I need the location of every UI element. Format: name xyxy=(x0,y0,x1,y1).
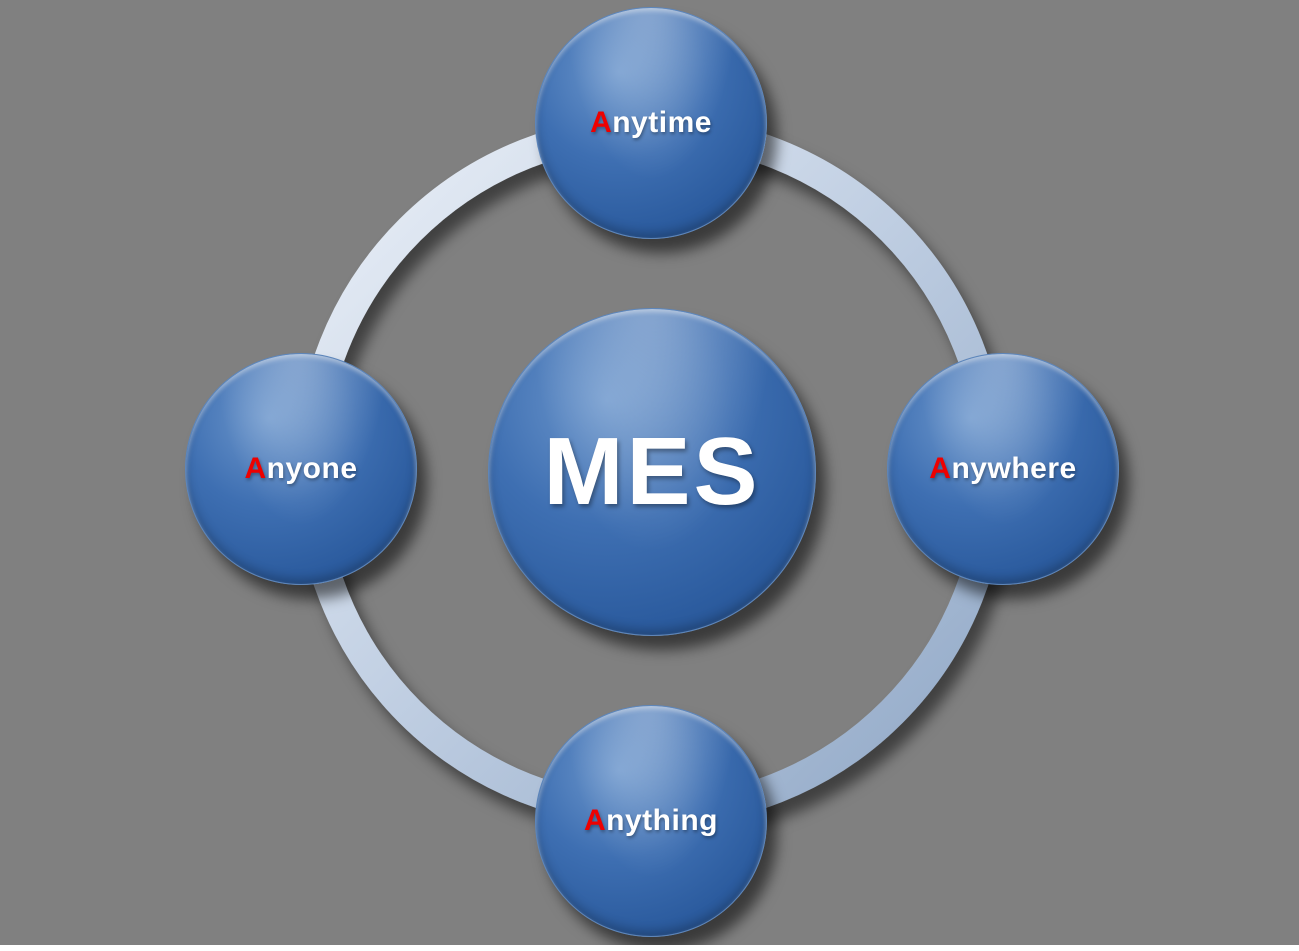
node-anything-rest: nything xyxy=(606,804,718,837)
node-anyone-label: Anyone xyxy=(244,452,357,486)
node-mes-label: MES xyxy=(543,418,761,525)
bottom-white-strip xyxy=(0,945,1299,951)
node-anywhere: Anywhere xyxy=(887,353,1119,585)
node-anytime: Anytime xyxy=(535,7,767,239)
node-anyone-initial: A xyxy=(244,452,267,485)
node-anywhere-label: Anywhere xyxy=(929,452,1076,486)
node-anything-initial: A xyxy=(584,804,607,837)
node-anywhere-rest: nywhere xyxy=(951,452,1077,485)
node-anyone-rest: nyone xyxy=(266,452,358,485)
node-anytime-label: Anytime xyxy=(590,106,712,140)
node-mes: MES xyxy=(488,308,816,636)
node-anytime-initial: A xyxy=(590,106,613,139)
node-anything-label: Anything xyxy=(584,804,718,838)
node-anytime-rest: nytime xyxy=(612,106,712,139)
node-anyone: Anyone xyxy=(185,353,417,585)
node-anything: Anything xyxy=(535,705,767,937)
node-anywhere-initial: A xyxy=(929,452,952,485)
